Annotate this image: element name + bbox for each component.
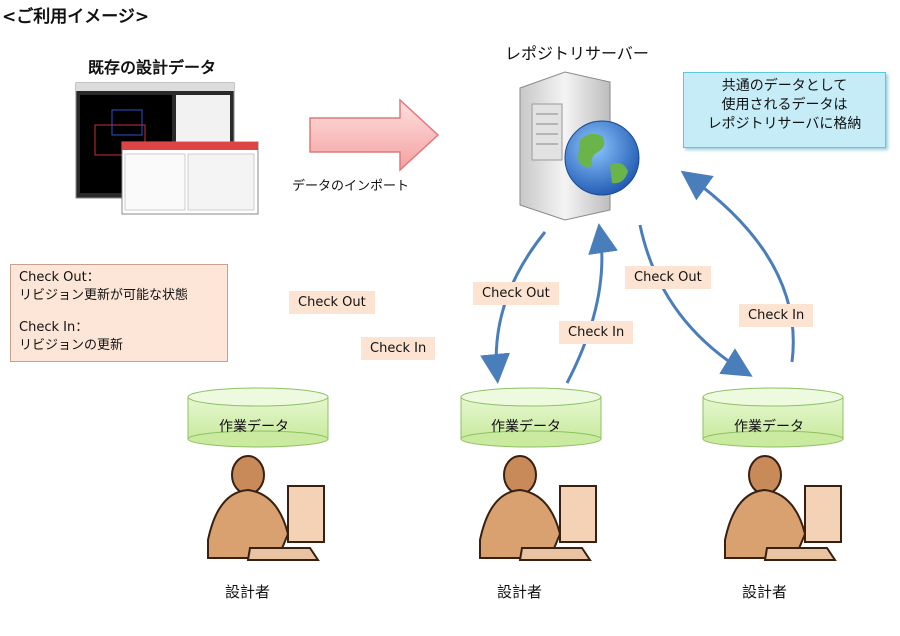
designer-label-left: 設計者 — [225, 583, 271, 601]
checkin-tag-left: Check In — [361, 337, 436, 360]
designer-figure-mid — [479, 455, 597, 561]
import-arrow — [309, 98, 440, 172]
database-mid — [460, 387, 602, 448]
checkout-tag-mid: Check Out — [473, 282, 559, 305]
legend-checkout-title: Check Out： — [19, 270, 100, 285]
checkin-tag-mid: Check In — [559, 321, 634, 344]
designer-label-right: 設計者 — [742, 583, 788, 601]
checkout-tag-right: Check Out — [625, 266, 711, 289]
globe-icon — [564, 120, 640, 196]
page-title: <ご利用イメージ> — [2, 7, 150, 27]
database-label-mid: 作業データ — [491, 419, 561, 435]
legend-checkin-title: Check In： — [19, 320, 89, 335]
designer-label-mid: 設計者 — [497, 583, 543, 601]
legend-checkout-desc: リビジョン更新が可能な状態 — [19, 288, 189, 303]
info-box: 共通のデータとして 使用されるデータは レポジトリサーバに格納 — [683, 72, 886, 148]
database-left — [187, 387, 329, 448]
database-label-right: 作業データ — [734, 419, 804, 435]
info-line-1: 共通のデータとして — [721, 78, 848, 94]
legend-checkin-desc: リビジョンの更新 — [19, 338, 124, 353]
checkin-tag-right: Check In — [739, 304, 814, 327]
designer-figure-right — [724, 455, 842, 561]
import-label: データのインポート — [292, 179, 410, 194]
existing-data-screenshots — [75, 82, 259, 215]
database-label-left: 作業データ — [219, 419, 289, 435]
existing-data-label: 既存の設計データ — [88, 58, 217, 77]
info-line-3: レポジトリサーバに格納 — [707, 116, 862, 132]
info-line-2: 使用されるデータは — [721, 97, 848, 113]
designer-figure-left — [207, 455, 325, 561]
checkin-arrow-mid — [565, 223, 618, 384]
legend-box: Check Out： リビジョン更新が可能な状態 Check In： リビジョン… — [10, 264, 228, 362]
checkin-arrow-right — [680, 170, 795, 363]
checkout-arrow-right — [638, 224, 753, 377]
checkout-tag-left: Check Out — [289, 291, 375, 314]
database-right — [702, 387, 844, 448]
server-label: レポジトリサーバー — [505, 44, 649, 63]
